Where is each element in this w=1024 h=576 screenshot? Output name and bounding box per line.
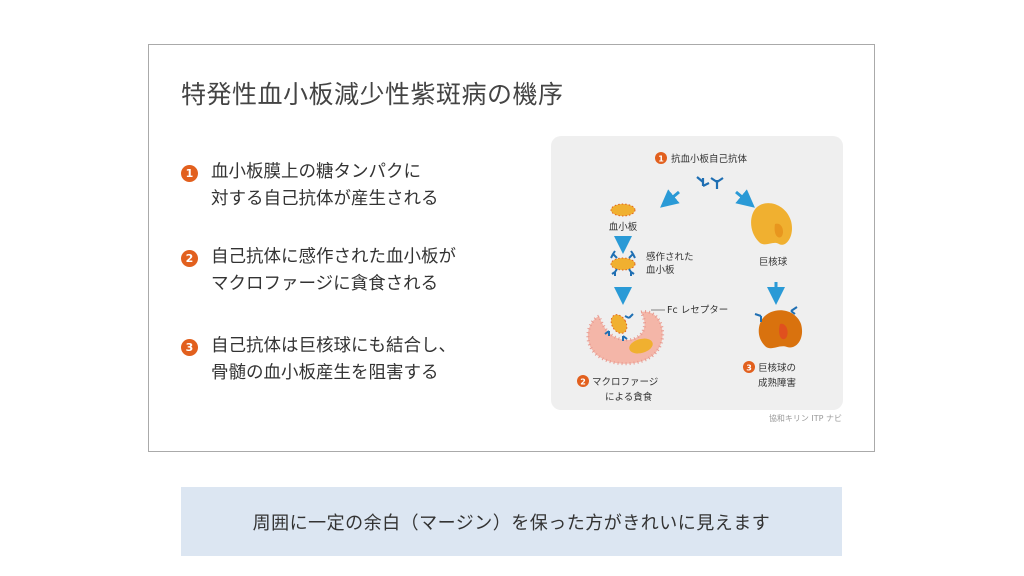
point-text: 血小板膜上の糖タンパクに xyxy=(211,162,421,182)
point-2: 2 自己抗体に感作された血小板がマクロファージに貪食される xyxy=(181,244,456,298)
platelet-label: 血小板 xyxy=(609,221,638,233)
antibody-label: 抗血小板自己抗体 xyxy=(671,153,748,165)
point-1: 1 血小板膜上の糖タンパクに対する自己抗体が産生される xyxy=(181,159,439,213)
point-3: 3 自己抗体は巨核球にも結合し、骨髄の血小板産生を阻害する xyxy=(181,333,456,387)
point-text: マクロファージに貪食される xyxy=(211,274,439,294)
caption-box: 周囲に一定の余白（マージン）を保った方がきれいに見えます xyxy=(181,487,842,556)
number-badge-text: 3 xyxy=(746,364,752,373)
megakaryocyte-icon xyxy=(751,203,792,245)
slide: 特発性血小板減少性紫斑病の機序 1 血小板膜上の糖タンパクに対する自己抗体が産生… xyxy=(148,44,875,452)
number-badge-text: 1 xyxy=(658,155,664,164)
number-badge: 1 xyxy=(181,165,198,182)
fc-receptor-label: Fc レセプター xyxy=(667,305,728,316)
macrophage-label: による貪食 xyxy=(605,391,653,403)
slide-title: 特発性血小板減少性紫斑病の機序 xyxy=(181,80,564,109)
number-badge xyxy=(655,152,667,164)
sensitized-platelet-icon xyxy=(610,250,636,276)
antibody-icon xyxy=(696,176,724,189)
macrophage-icon xyxy=(586,310,665,366)
point-text: 対する自己抗体が産生される xyxy=(211,189,439,209)
point-text: 自己抗体に感作された血小板が xyxy=(211,247,456,267)
number-badge-text: 2 xyxy=(580,378,586,387)
maturation-label: 巨核球の xyxy=(758,362,796,374)
arrow-icons xyxy=(614,189,785,305)
maturation-label: 成熟障害 xyxy=(758,377,796,389)
number-badge: 3 xyxy=(181,339,198,356)
credit: 協和キリン ITP ナビ xyxy=(768,414,842,423)
macrophage-label: マクロファージ xyxy=(592,377,658,388)
number-badge: 2 xyxy=(181,250,198,267)
point-text: 自己抗体は巨核球にも結合し、 xyxy=(211,336,456,356)
point-text: 骨髄の血小板産生を阻害する xyxy=(211,363,439,383)
megakaryocyte-label: 巨核球 xyxy=(759,256,788,268)
platelet-icon xyxy=(610,203,636,217)
sensitized-label: 感作された xyxy=(646,251,694,263)
sensitized-label: 血小板 xyxy=(646,264,675,276)
impaired-megakaryocyte-icon xyxy=(754,306,803,349)
mechanism-diagram: 1 抗血小板自己抗体 血小板 xyxy=(551,136,843,410)
